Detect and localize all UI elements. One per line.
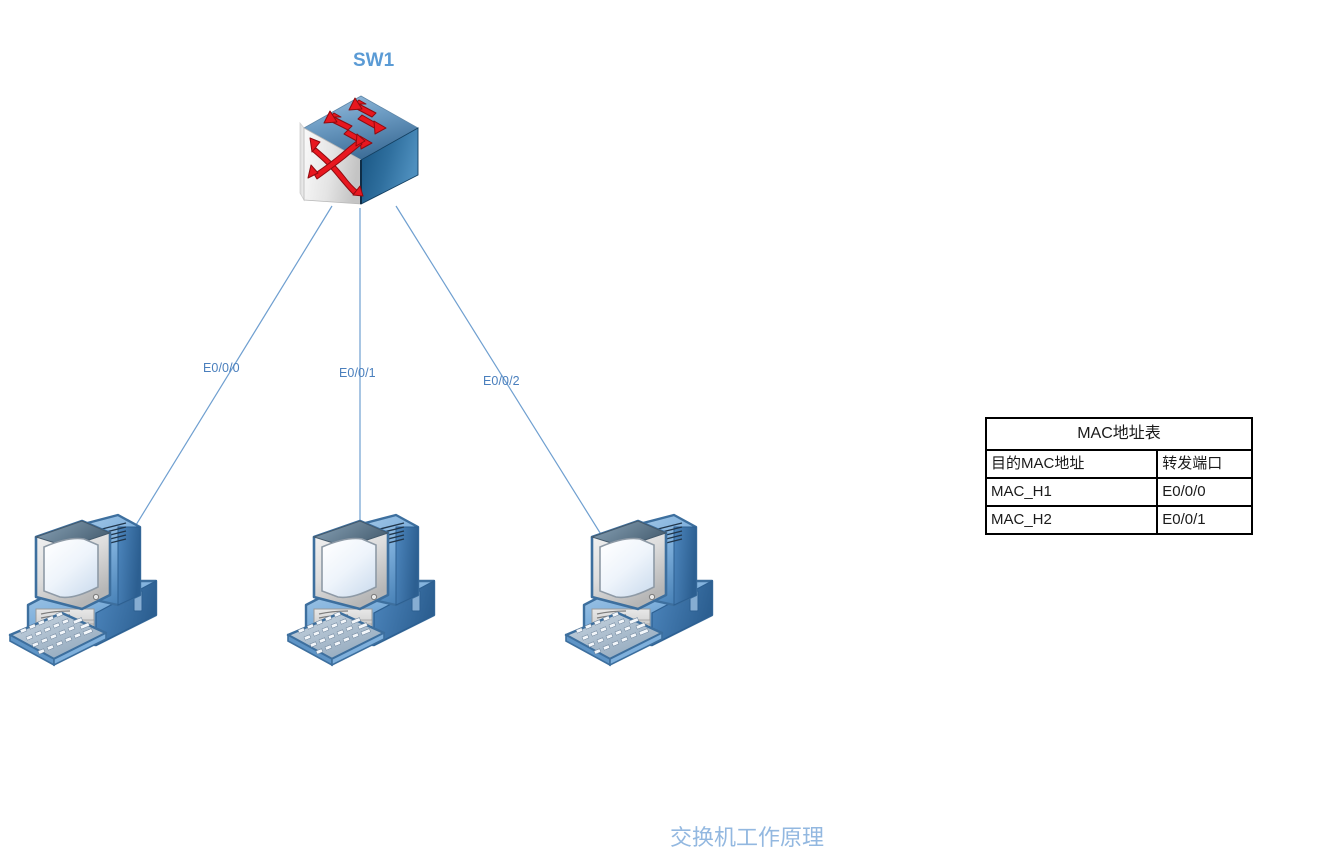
host-icon-3[interactable] bbox=[564, 513, 714, 667]
mac-table-cell-mac-1: MAC_H1 bbox=[984, 477, 1159, 507]
diagram-caption: 交换机工作原理 bbox=[670, 825, 825, 850]
mac-table-cell-port-1: E0/0/0 bbox=[1156, 477, 1253, 507]
table-row: MAC_H2 E0/0/1 bbox=[984, 505, 1253, 535]
table-row: MAC_H1 E0/0/0 bbox=[984, 477, 1253, 507]
mac-table-header-row: 目的MAC地址 转发端口 bbox=[984, 449, 1253, 479]
mac-table-title-row: MAC地址表 bbox=[985, 417, 1253, 451]
mac-address-table: MAC地址表 目的MAC地址 转发端口 MAC_H1 E0/0/0 MAC_H2… bbox=[984, 417, 1253, 535]
port-label-e001: E0/0/1 bbox=[339, 366, 376, 380]
switch-left-face-arrows bbox=[307, 133, 366, 197]
switch-label: SW1 bbox=[353, 50, 395, 71]
host-icon-2[interactable] bbox=[286, 513, 436, 667]
mac-table-title: MAC地址表 bbox=[985, 417, 1253, 451]
mac-table-header-dst: 目的MAC地址 bbox=[984, 449, 1159, 479]
mac-table-header-port: 转发端口 bbox=[1156, 449, 1253, 479]
link-line-e002 bbox=[395, 205, 618, 561]
port-label-e002: E0/0/2 bbox=[483, 374, 520, 388]
link-line-e000 bbox=[127, 205, 333, 539]
mac-table-cell-port-2: E0/0/1 bbox=[1156, 505, 1253, 535]
port-label-e000: E0/0/0 bbox=[203, 361, 240, 375]
host-icon-1[interactable] bbox=[8, 513, 158, 667]
mac-table-cell-mac-2: MAC_H2 bbox=[984, 505, 1159, 535]
switch-top-arrows bbox=[323, 97, 387, 150]
